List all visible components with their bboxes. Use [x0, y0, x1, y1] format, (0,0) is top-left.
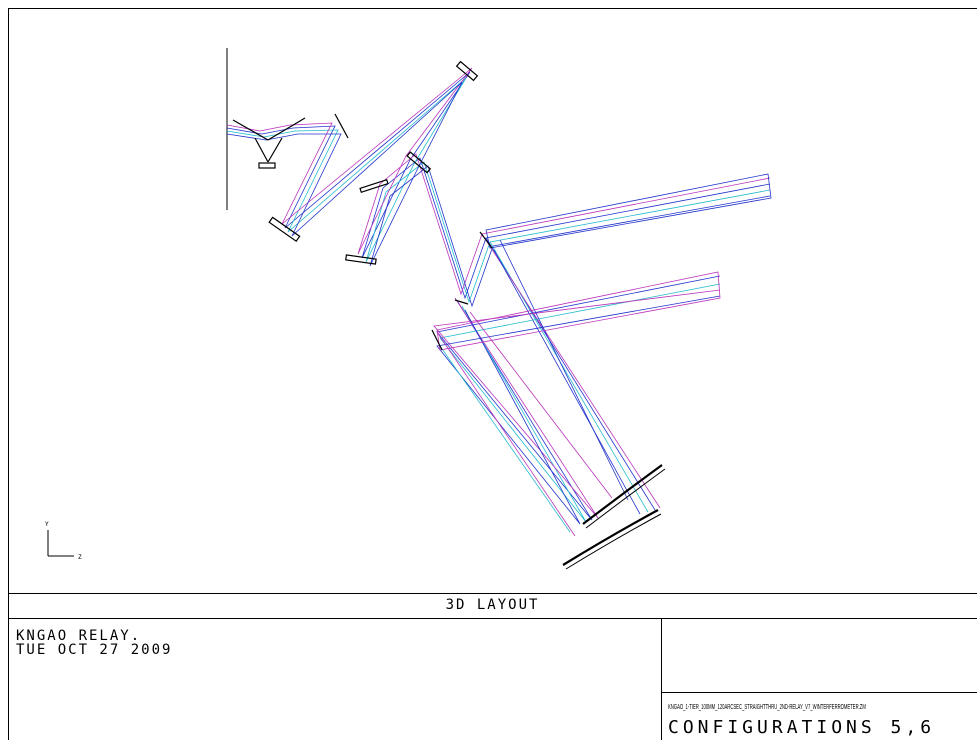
title-bar: 3D LAYOUT [8, 593, 977, 619]
detector-block [258, 162, 276, 169]
ray-path [226, 81, 771, 308]
secondary-mirror [562, 509, 659, 566]
axis-y-label: Y [45, 521, 49, 528]
ray-path [439, 283, 721, 523]
ray-path [226, 71, 771, 300]
fold-mirror [267, 137, 283, 163]
ray-path [436, 331, 576, 537]
info-block-right: KNGAO_1-TIER_100MM_120ARCSEC_STRAIGHTTHR… [662, 619, 977, 740]
primary-mirror-back [585, 468, 666, 529]
ray-path [493, 249, 641, 515]
ray-path [436, 295, 721, 525]
ray-bundles [226, 67, 771, 537]
fold-mirror [267, 117, 306, 141]
primary-mirror [582, 464, 663, 525]
ray-path [469, 311, 613, 499]
configurations-label: CONFIGURATIONS 5,6 [668, 717, 936, 738]
fold-mirror [431, 329, 443, 351]
output-beam-upper [485, 173, 772, 249]
mirror-block [406, 151, 432, 174]
divider [662, 692, 977, 693]
fold-mirror [254, 137, 269, 163]
info-system-name: KNGAO RELAY. [16, 628, 142, 644]
fold-mirror [334, 113, 349, 139]
plot-frame [8, 8, 977, 740]
ray-path [499, 239, 629, 501]
mirror-block [455, 60, 479, 82]
fold-mirror [454, 299, 469, 305]
axis-z-label: Z [78, 554, 82, 561]
ray-path [433, 289, 721, 519]
info-date: TUE OCT 27 2009 [16, 642, 173, 658]
ray-path [439, 345, 571, 533]
file-name: KNGAO_1-TIER_100MM_120ARCSEC_STRAIGHTTHR… [668, 704, 866, 711]
ray-path [226, 77, 771, 304]
info-block-left: KNGAO RELAY. TUE OCT 27 2009 [8, 619, 662, 740]
ray-path [436, 275, 721, 521]
mirror-block [359, 179, 389, 193]
ray-path [481, 233, 661, 509]
fold-mirror [479, 231, 493, 249]
optical-elements [232, 60, 666, 570]
fold-mirror [232, 119, 269, 141]
mirror-block [345, 254, 377, 265]
mirror-block [268, 216, 301, 243]
axis-indicator: Y Z [45, 521, 82, 561]
secondary-mirror-back [565, 513, 662, 570]
ray-path [226, 67, 771, 296]
layout-title: 3D LAYOUT [445, 597, 540, 613]
